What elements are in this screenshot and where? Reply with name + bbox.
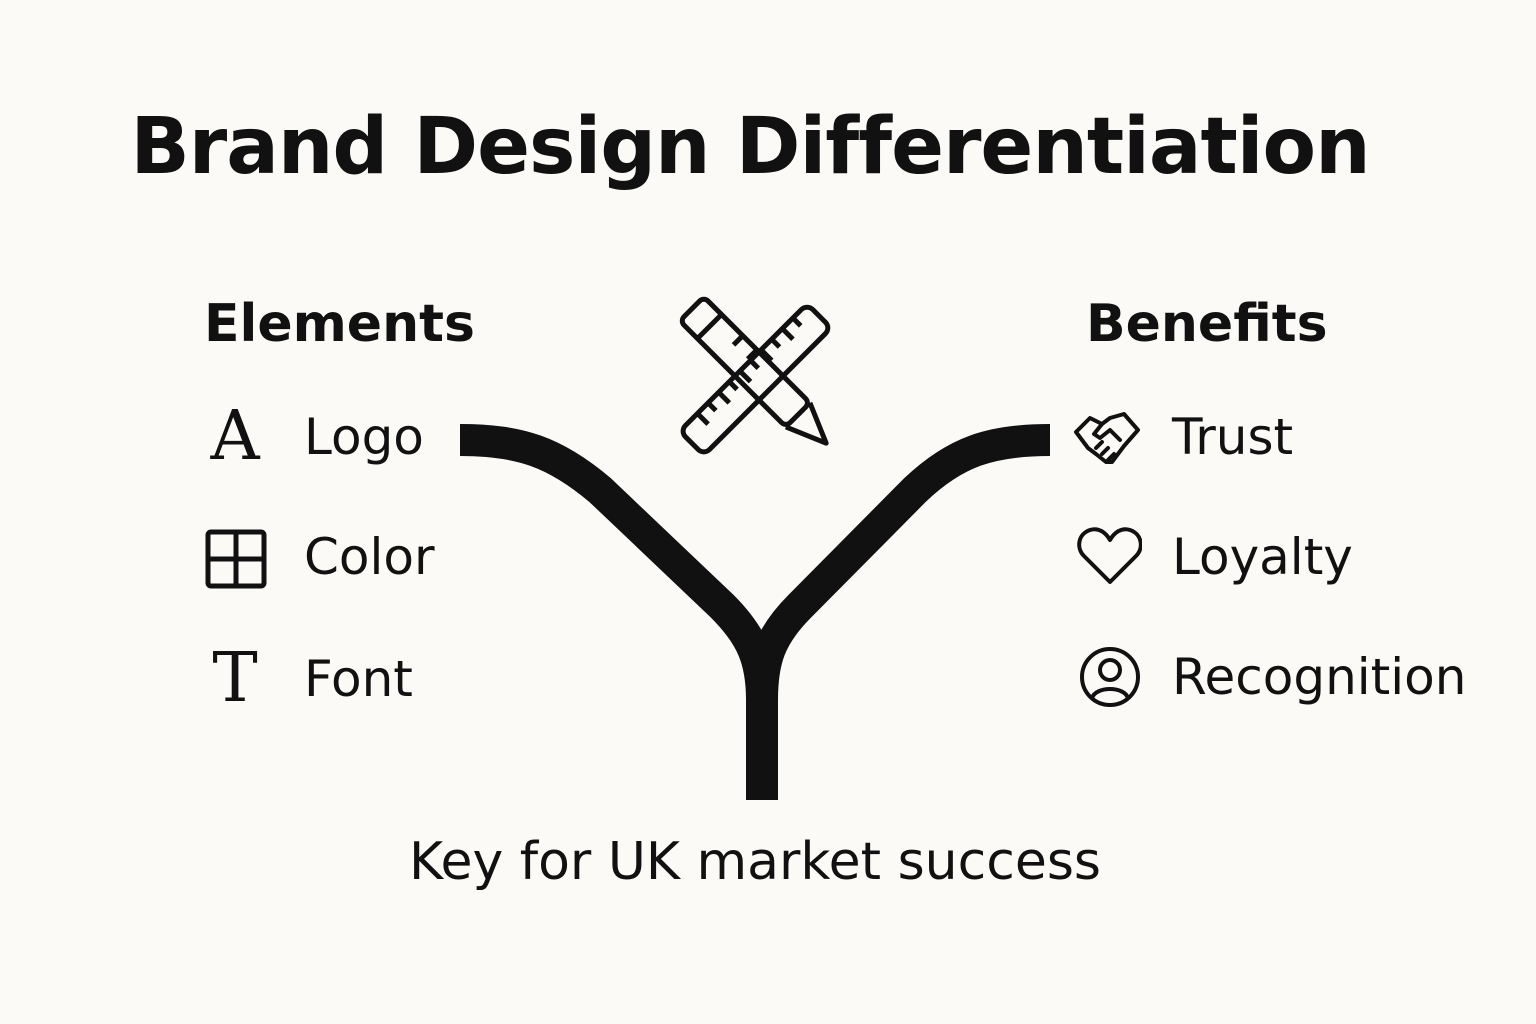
letter-a-icon: A — [210, 397, 260, 476]
benefit-item-recognition: Recognition — [1072, 642, 1466, 712]
handshake-icon — [1072, 402, 1142, 472]
element-label-color: Color — [304, 528, 435, 586]
element-label-font: Font — [304, 650, 413, 708]
element-item-font: T Font — [200, 639, 413, 718]
benefit-label-loyalty: Loyalty — [1172, 528, 1353, 586]
caption: Key for UK market success — [409, 832, 1101, 892]
benefit-label-recognition: Recognition — [1172, 648, 1467, 706]
benefits-heading: Benefits — [1086, 294, 1328, 354]
benefit-item-loyalty: Loyalty — [1072, 522, 1353, 592]
user-circle-icon — [1072, 642, 1142, 712]
letter-t-icon: T — [212, 639, 258, 718]
element-label-logo: Logo — [304, 408, 424, 466]
color-grid-icon — [200, 522, 270, 592]
element-item-color: Color — [200, 522, 435, 592]
heart-icon — [1072, 522, 1143, 592]
benefit-label-trust: Trust — [1172, 408, 1294, 466]
crossed-pencil-ruler-icon — [679, 296, 831, 455]
benefit-item-trust: Trust — [1072, 402, 1293, 472]
elements-heading: Elements — [204, 294, 475, 354]
diagram-title: Brand Design Differentiation — [130, 102, 1370, 192]
element-item-logo: A Logo — [200, 397, 423, 476]
